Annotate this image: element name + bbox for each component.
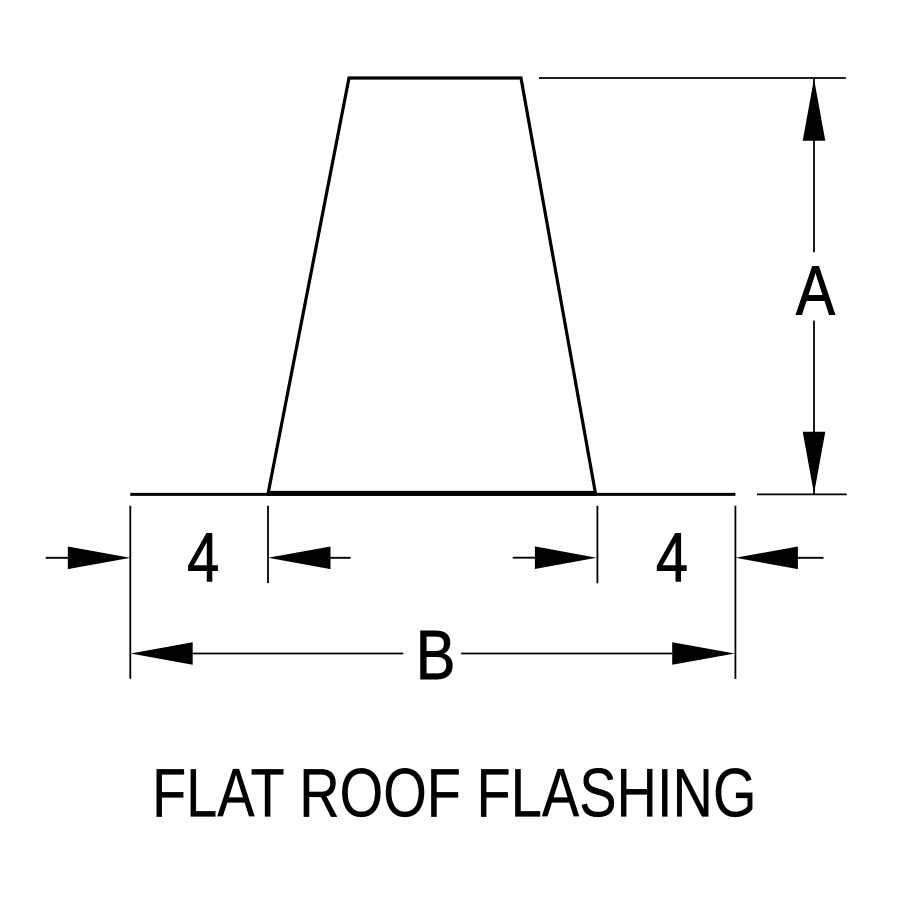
svg-text:B: B bbox=[416, 615, 456, 693]
svg-text:4: 4 bbox=[187, 518, 219, 596]
svg-text:A: A bbox=[796, 252, 835, 330]
svg-text:FLAT ROOF FLASHING: FLAT ROOF FLASHING bbox=[152, 755, 757, 832]
svg-text:4: 4 bbox=[656, 518, 688, 596]
